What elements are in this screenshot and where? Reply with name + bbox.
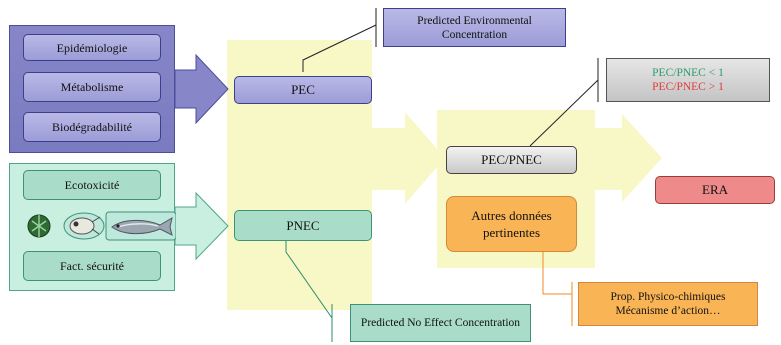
pec-callout-leader xyxy=(302,24,377,72)
ratio-high-label: PEC/PNEC > 1 xyxy=(652,81,724,93)
ratio-callout-leader xyxy=(529,79,599,147)
organisms-strip xyxy=(26,209,177,243)
other-callout-leader xyxy=(542,252,572,295)
era-box: ERA xyxy=(655,176,775,204)
other-info-callout: Prop. Physico-chimiques Mécanisme d’acti… xyxy=(578,282,758,326)
middle-flow-arrow xyxy=(227,40,445,310)
epidemiologie-box: Epidémiologie xyxy=(23,34,161,61)
metabolisme-box: Métabolisme xyxy=(23,72,161,102)
algae-icon xyxy=(27,214,51,238)
pec-definition-callout: Predicted Environmental Concentration xyxy=(383,8,566,47)
pec-pnec-ratio-box: PEC/PNEC xyxy=(446,146,577,174)
organisms-icons xyxy=(27,211,177,241)
pnec-box: PNEC xyxy=(234,210,372,241)
pec-box: PEC xyxy=(234,76,372,104)
autres-donnees-box: Autres données pertinentes xyxy=(446,196,577,252)
biodegradabilite-box: Biodégradabilité xyxy=(23,112,161,142)
ratio-thresholds-callout: PEC/PNEC < 1 PEC/PNEC > 1 xyxy=(606,58,770,102)
facteur-securite-box: Fact. sécurité xyxy=(23,251,161,281)
blue-flow-arrow xyxy=(174,53,229,125)
fish-icon xyxy=(105,211,177,241)
green-flow-arrow xyxy=(174,191,229,261)
daphnia-icon xyxy=(63,212,105,240)
ratio-low-label: PEC/PNEC < 1 xyxy=(652,67,724,79)
pnec-callout-leader xyxy=(285,240,333,319)
pnec-definition-callout: Predicted No Effect Concentration xyxy=(350,304,531,342)
ecotoxicite-box: Ecotoxicité xyxy=(23,170,161,200)
